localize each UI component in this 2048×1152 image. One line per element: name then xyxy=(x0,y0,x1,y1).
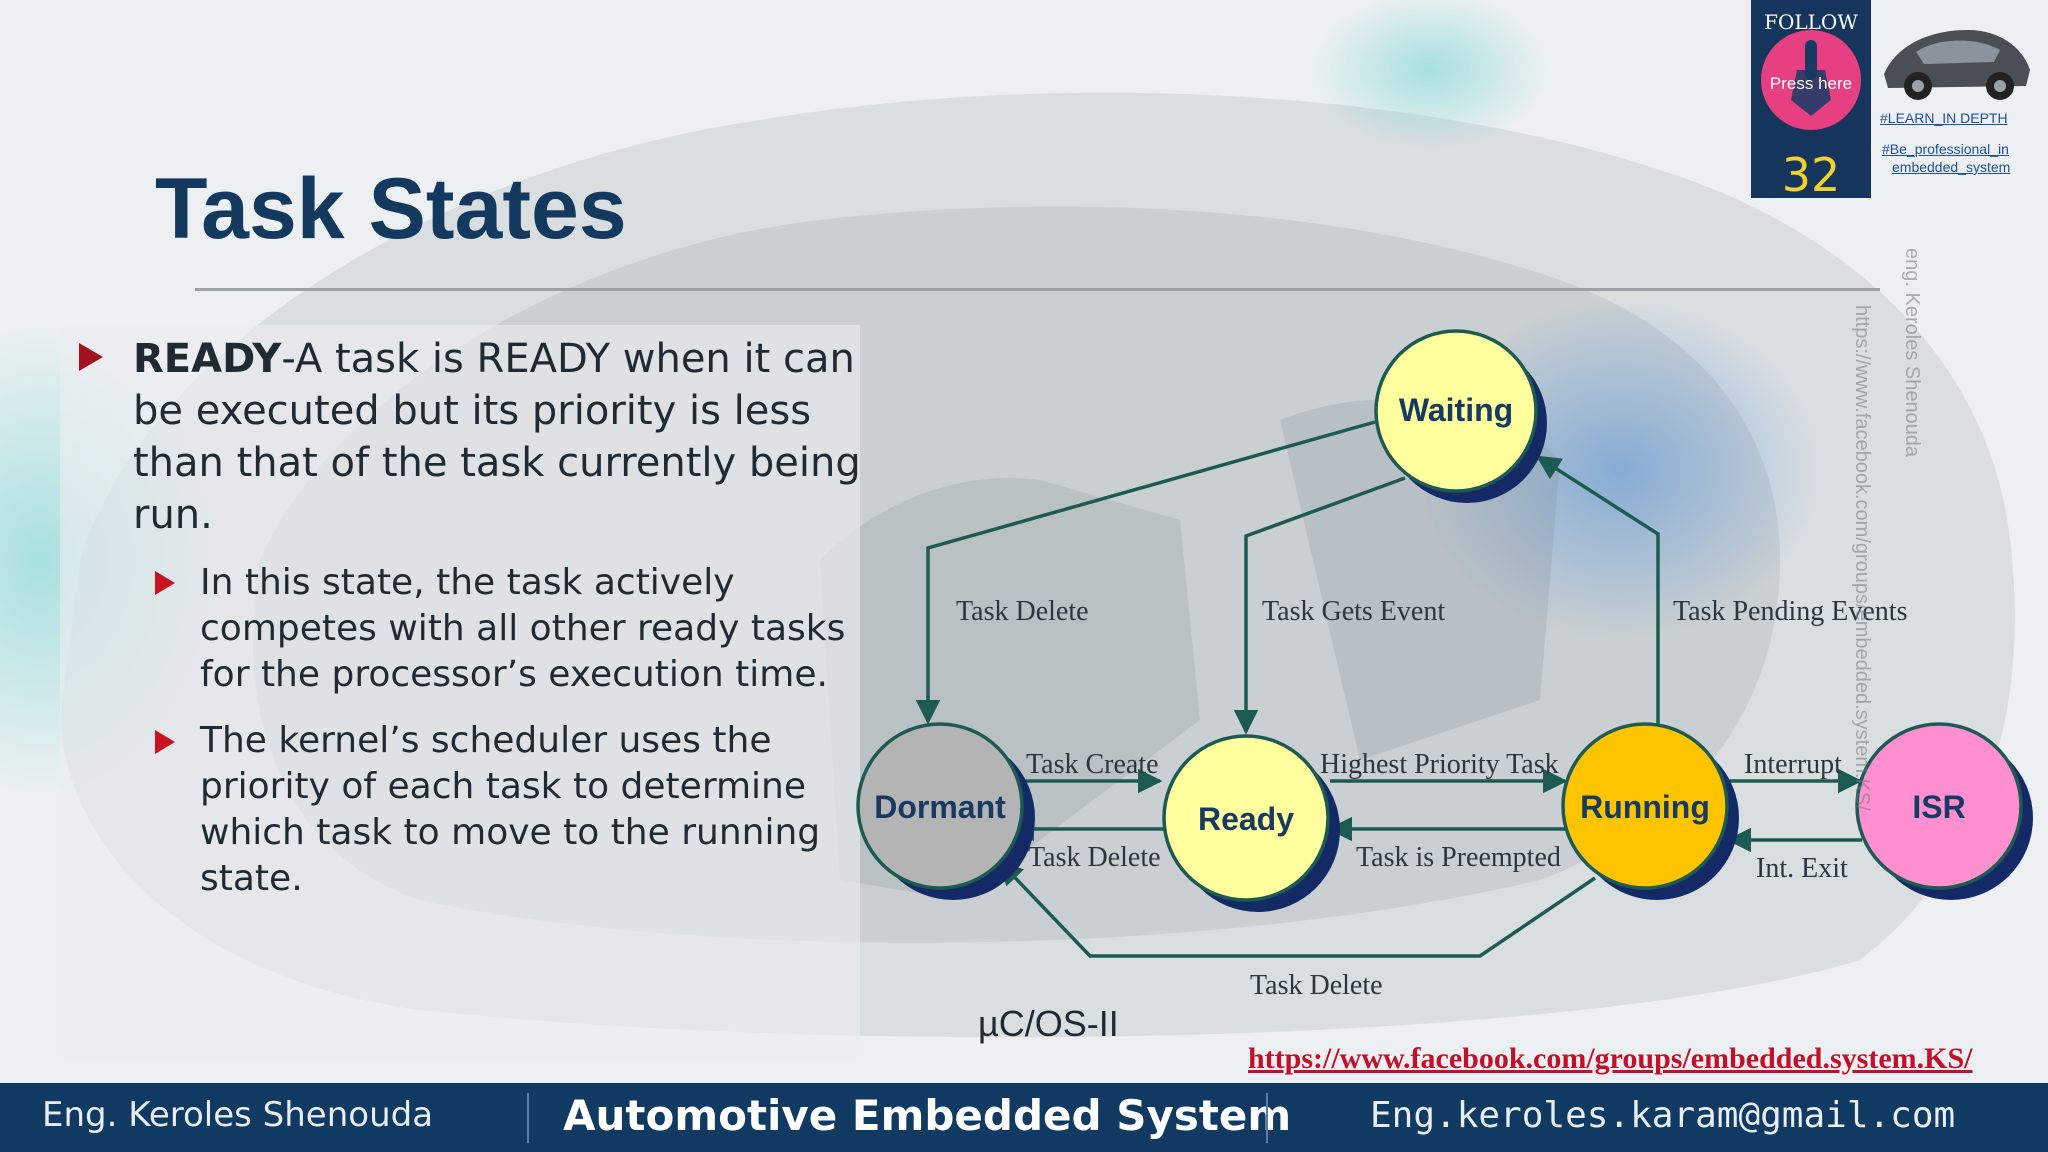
facebook-group-link[interactable]: https://www.facebook.com/groups/embedded… xyxy=(1248,1042,1973,1075)
label-highest-priority-task: Highest Priority Task xyxy=(1320,749,1559,780)
page-title: Task States xyxy=(155,161,627,257)
be-professional-tag[interactable]: #Be_professional_in xyxy=(1882,141,2009,157)
url-watermark: https://www.facebook.com/groups/embedded… xyxy=(1851,305,1873,811)
follow-us-box[interactable]: FOLLOW US Press here 32 xyxy=(1751,0,1871,198)
press-here-label: Press here xyxy=(1769,74,1853,93)
footer-email: Eng.keroles.karam@gmail.com xyxy=(1370,1095,1956,1136)
footer-author: Eng. Keroles Shenouda xyxy=(42,1095,434,1135)
label-task-delete-mid: Task Delete xyxy=(1028,842,1161,873)
footer-divider xyxy=(1266,1093,1268,1143)
arrow-running-to-waiting xyxy=(1535,455,1660,730)
learn-in-depth-tag[interactable]: #LEARN_IN DEPTH xyxy=(1880,110,2008,126)
label-task-delete-left: Task Delete xyxy=(956,596,1089,627)
author-watermark: eng. Keroles Shenouda xyxy=(1901,248,1923,458)
label-task-pending-events: Task Pending Events xyxy=(1673,596,1907,627)
label-task-create: Task Create xyxy=(1026,749,1159,780)
bullet-arrow-icon xyxy=(79,343,103,371)
car-thumbnail-image xyxy=(1884,30,2030,100)
state-running: Running xyxy=(1561,722,1739,900)
hand-pointer-icon xyxy=(1791,40,1831,116)
state-isr-label: ISR xyxy=(1912,789,1965,825)
ready-keyword: READY xyxy=(133,336,282,382)
press-here-button[interactable]: Press here xyxy=(1761,30,1861,130)
title-divider xyxy=(195,288,1880,291)
label-task-is-preempted: Task is Preempted xyxy=(1356,842,1561,873)
footer-divider xyxy=(527,1093,529,1143)
bullet-ready: READY-A task is READY when it can be exe… xyxy=(133,333,873,541)
label-task-gets-event: Task Gets Event xyxy=(1262,596,1445,627)
ready-description: -A task is READY when it can be executed… xyxy=(133,336,861,538)
diagram-caption: µC/OS-II xyxy=(978,1003,1119,1044)
footer-bar: Eng. Keroles Shenouda Automotive Embedde… xyxy=(0,1083,2048,1152)
state-ready-label: Ready xyxy=(1198,801,1294,837)
embedded-system-tag[interactable]: embedded_system xyxy=(1892,159,2011,175)
arrow-running-to-dormant xyxy=(998,860,1596,958)
label-interrupt: Interrupt xyxy=(1744,749,1842,780)
label-int-exit: Int. Exit xyxy=(1756,853,1848,884)
sub-bullet-arrow-icon xyxy=(155,571,175,595)
state-waiting-label: Waiting xyxy=(1399,392,1513,428)
footer-course-title: Automotive Embedded System xyxy=(563,1091,1292,1140)
sub-bullet-compete: In this state, the task actively compete… xyxy=(200,562,846,695)
text-panel xyxy=(60,325,860,1060)
state-isr: ISR xyxy=(1855,722,2033,900)
state-dormant-label: Dormant xyxy=(874,789,1006,825)
state-ready: Ready xyxy=(1162,734,1340,912)
state-waiting: Waiting xyxy=(1374,329,1547,503)
arrow-waiting-to-ready xyxy=(1233,476,1406,735)
sub-bullet-arrow-icon xyxy=(155,730,175,754)
sub-bullet-scheduler: The kernel’s scheduler uses the priority… xyxy=(200,720,821,899)
label-task-delete-bottom: Task Delete xyxy=(1250,970,1383,1001)
state-dormant: Dormant xyxy=(856,722,1035,900)
state-running-label: Running xyxy=(1580,789,1710,825)
page-number: 32 xyxy=(1781,148,1841,202)
arrow-waiting-to-dormant xyxy=(915,420,1376,725)
